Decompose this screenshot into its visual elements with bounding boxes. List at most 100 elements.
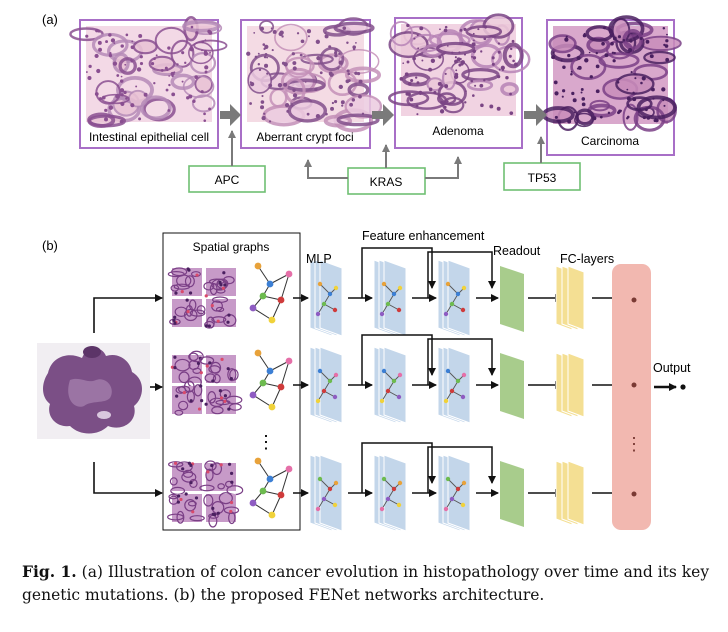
- tissue-nucleus: [505, 75, 509, 80]
- patch-texture: [177, 400, 189, 411]
- tissue-nucleus: [125, 97, 128, 100]
- stage-intestinal: Intestinal epithelial cell: [69, 16, 228, 149]
- mlp-label: MLP: [306, 252, 332, 266]
- tissue-nucleus: [433, 91, 437, 95]
- tissue-gland: [188, 41, 214, 65]
- fc-layer: [567, 460, 585, 526]
- patch-texture: [189, 309, 206, 317]
- layer-graph-node: [396, 394, 402, 400]
- tissue-nucleus: [622, 38, 626, 42]
- input-arrows: [93, 294, 163, 497]
- tissue-nucleus: [262, 43, 266, 46]
- patch-texture: [219, 283, 223, 287]
- tissue-nucleus: [119, 119, 124, 124]
- fc-layer: [567, 352, 585, 418]
- patch-texture: [199, 371, 203, 375]
- patch-texture: [173, 461, 178, 465]
- layer-graph-node: [385, 388, 391, 394]
- tissue-nucleus: [171, 75, 174, 78]
- tissue-nucleus: [277, 82, 283, 88]
- figure-canvas: (a) Intestinal epithelial cell Aberrant …: [37, 12, 691, 532]
- tissue-nucleus: [292, 61, 297, 66]
- tissue-gland: [154, 26, 188, 55]
- patch-texture: [173, 321, 177, 325]
- tissue-nucleus: [616, 80, 620, 84]
- layer-graph-node: [317, 281, 323, 287]
- whole-slide-image: [37, 343, 150, 439]
- patch-texture: [173, 283, 191, 290]
- tissue-nucleus: [94, 53, 99, 59]
- histology-patch: [206, 494, 236, 522]
- tissue-nucleus: [101, 95, 106, 100]
- patch-texture: [172, 318, 176, 323]
- patch-texture: [204, 324, 208, 328]
- patch-texture: [223, 506, 240, 514]
- tissue-nucleus: [632, 97, 637, 102]
- graph-node: [266, 280, 274, 288]
- patch-texture: [204, 294, 208, 298]
- tissue-nucleus: [474, 84, 477, 87]
- patch-texture: [226, 320, 230, 324]
- tissue-nucleus: [460, 60, 465, 65]
- tissue-nucleus: [651, 87, 655, 92]
- patch-texture: [226, 367, 230, 371]
- tissue-nucleus: [153, 57, 156, 61]
- tissue-nucleus: [644, 108, 648, 112]
- tissue-nucleus: [201, 40, 205, 44]
- tissue-nucleus: [168, 75, 170, 77]
- layer-graph-edge: [383, 370, 395, 382]
- tissue-nucleus: [567, 53, 571, 58]
- patch-texture: [209, 397, 225, 407]
- patch-texture: [207, 324, 211, 328]
- tissue-nucleus: [610, 41, 614, 46]
- graph-edge: [271, 299, 282, 321]
- tissue-nucleus: [190, 25, 194, 29]
- tissue-nucleus: [472, 49, 476, 53]
- tissue-nucleus: [319, 71, 323, 75]
- tissue-nucleus: [406, 23, 410, 28]
- mutation-apc: APC: [215, 173, 240, 187]
- layer-graph-node: [397, 480, 403, 486]
- tissue-nucleus: [627, 48, 633, 53]
- patch-texture: [168, 495, 179, 505]
- layer-graph-node: [397, 285, 403, 291]
- tissue-nucleus: [601, 41, 605, 46]
- tissue-nucleus: [268, 83, 273, 88]
- tissue-nucleus: [595, 64, 600, 69]
- tissue-nucleus: [334, 100, 338, 104]
- tissue-nucleus: [352, 47, 356, 51]
- patch-texture: [167, 271, 185, 278]
- tissue-nucleus: [249, 102, 252, 105]
- tissue-nucleus: [85, 71, 88, 73]
- tissue-nucleus: [608, 29, 613, 33]
- patch-texture: [217, 483, 226, 490]
- tissue-nucleus: [416, 81, 420, 85]
- tissue-nucleus: [509, 92, 512, 96]
- tissue-nucleus: [306, 29, 312, 34]
- skip-connection: [361, 442, 436, 493]
- patch-texture: [220, 357, 224, 361]
- tissue-nucleus: [561, 95, 564, 98]
- histology-image: [387, 13, 531, 116]
- patch-texture: [211, 506, 215, 510]
- tissue-gland: [189, 51, 217, 75]
- patch-texture: [223, 283, 227, 287]
- skip-connection: [361, 334, 436, 385]
- patch-texture: [210, 463, 214, 468]
- patch-texture: [205, 468, 214, 482]
- tissue-nucleus: [592, 116, 597, 121]
- patch-texture: [170, 365, 175, 369]
- tissue-nucleus: [286, 109, 290, 113]
- layer-graph-node: [333, 372, 339, 378]
- tissue-nucleus: [581, 97, 586, 101]
- patch-texture: [175, 386, 187, 394]
- tissue-nucleus: [155, 54, 158, 57]
- tissue-nucleus: [632, 91, 635, 95]
- patch-texture: [189, 481, 193, 485]
- tissue-nucleus: [626, 96, 631, 101]
- tissue-gland: [636, 95, 677, 120]
- vertical-ellipsis: ⋮: [257, 432, 275, 452]
- tissue-nucleus: [415, 104, 419, 108]
- tissue-nucleus: [116, 74, 120, 77]
- tissue-nucleus: [203, 51, 209, 56]
